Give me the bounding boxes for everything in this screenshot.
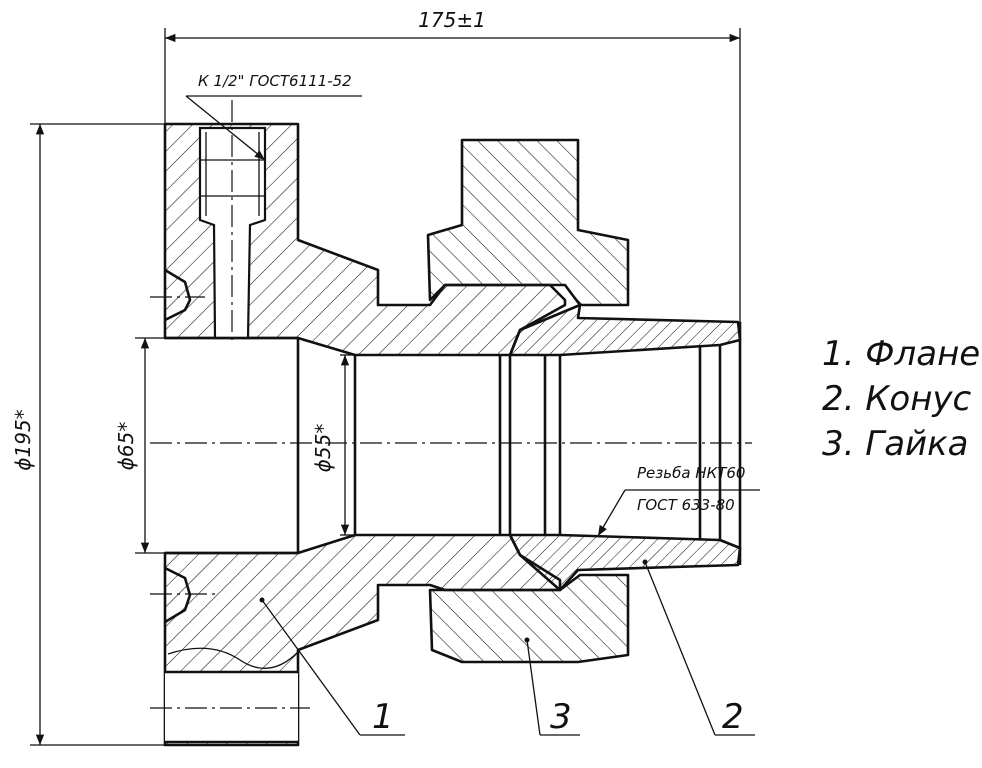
- dim-flange-diameter: ϕ195*: [11, 123, 165, 746]
- callout-2-label: 2: [722, 697, 744, 737]
- pipe-thread-label: К 1/2" ГОСТ6111-52: [198, 72, 352, 90]
- overall-length-label: 175±1: [418, 8, 486, 32]
- callout-2: 2: [642, 559, 755, 737]
- bore-small-label: ϕ55*: [311, 424, 335, 473]
- dim-bore-large: ϕ65*: [114, 337, 165, 554]
- callout-3: 3: [524, 637, 580, 737]
- pipe-thread-note: К 1/2" ГОСТ6111-52: [185, 72, 362, 161]
- callout-1-label: 1: [372, 697, 394, 737]
- nut-lower: [428, 573, 630, 664]
- legend-item-2: 2. Конус: [822, 379, 972, 419]
- dim-bore-small: ϕ55*: [311, 354, 355, 536]
- legend-item-1: 1. Фланец: [822, 334, 982, 374]
- legend-item-3: 3. Гайка: [822, 424, 969, 464]
- dim-overall-length: 175±1: [164, 8, 741, 322]
- nkt-thread-note: Резьба НКТ60 ГОСТ 633-80: [597, 464, 760, 537]
- flange-diameter-label: ϕ195*: [11, 409, 35, 470]
- parts-legend: 1. Фланец 2. Конус 3. Гайка: [822, 334, 982, 464]
- thread-line1-label: Резьба НКТ60: [637, 464, 745, 482]
- nut-upper: [426, 138, 630, 307]
- cone-lower: [508, 533, 742, 592]
- callout-1: 1: [259, 597, 405, 737]
- thread-line2-label: ГОСТ 633-80: [637, 496, 735, 514]
- callout-3-label: 3: [550, 697, 572, 737]
- bore-large-label: ϕ65*: [114, 422, 138, 471]
